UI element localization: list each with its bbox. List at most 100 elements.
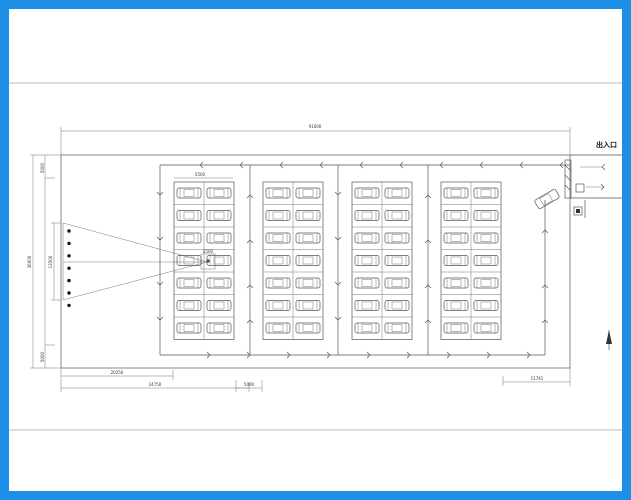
parked-car-icon [384,255,410,266]
parked-car-icon [176,232,202,244]
parked-car-icon [473,255,499,266]
flow-arrow-icon [199,161,204,169]
flow-arrow-icon [601,163,606,171]
flow-arrow-icon [279,161,284,169]
flow-arrow-icon [334,191,342,196]
parked-car-icon [473,232,499,244]
flow-arrow-icon [424,239,432,244]
entrance-gate [534,159,586,218]
parked-car-icon [206,232,232,244]
parked-car-icon [176,300,202,311]
parked-car-icon [354,187,380,199]
parked-car-icon [295,300,321,311]
flow-arrow-icon [319,161,324,169]
light-dot [67,254,71,258]
dim-bottom-mid: 5000 [244,382,255,387]
flow-arrow-icon [526,351,531,359]
dim-top-offset: 5000 [40,162,45,173]
parking-block [173,181,235,340]
parked-car-icon [443,255,469,266]
flow-arrow-icon [399,161,404,169]
parked-car-icon [176,277,202,289]
parked-car-icon [443,300,469,311]
parked-car-icon [354,322,380,334]
parked-car-icon [473,210,499,221]
parked-car-icon [265,322,291,334]
parked-car-icon [295,187,321,199]
flow-arrow-icon [334,236,342,241]
parked-car-icon [384,232,410,244]
parked-car-icon [443,277,469,289]
parked-car-icon [176,322,202,334]
parked-car-icon [206,187,232,199]
parked-car-icon [443,187,469,199]
flow-arrow-icon [559,161,564,169]
parking-block [262,181,324,340]
flow-arrow-icon [156,281,164,286]
flow-arrow-icon [239,161,244,169]
parked-car-icon [295,255,321,266]
flow-arrow-icon [246,239,254,244]
parked-car-icon [265,255,291,266]
parked-car-icon [443,232,469,244]
parked-car-icon [265,300,291,311]
parked-car-icon [265,210,291,221]
flow-arrow-icon [479,161,484,169]
flow-arrows [156,161,606,359]
dim-inner-height: 13500 [48,255,53,268]
parked-car-icon [206,255,232,266]
light-dot [67,266,71,270]
dim-bottom-offset: 5000 [40,351,45,362]
flow-arrow-icon [334,316,342,321]
flow-arrow-icon [424,319,432,324]
light-dot [67,291,71,295]
parked-car-icon [354,255,380,266]
parked-car-icon [473,322,499,334]
parked-car-icon [384,277,410,289]
parked-car-icon [206,277,232,289]
parked-car-icon [443,322,469,334]
light-dot [67,229,71,233]
parked-car-icon [473,277,499,289]
parked-car-icon [206,322,232,334]
parked-car-icon [384,322,410,334]
flow-arrow-icon [366,351,371,359]
dim-left-height: 36000 [27,255,32,268]
flow-arrow-icon [424,194,432,199]
parked-car-icon [295,210,321,221]
parking-block [440,181,502,340]
flow-arrow-icon [246,351,251,359]
parked-car-icon [295,277,321,289]
light-dots [67,229,71,308]
north-arrow-icon [606,330,612,350]
flow-arrow-icon [246,284,254,289]
parking-blocks [173,181,502,340]
dim-bottom-right: 11741 [531,376,544,381]
flow-arrow-icon [156,316,164,321]
flow-arrow-icon [519,161,524,169]
dim-bottom-left-1: 20250 [111,370,124,375]
light-dot [67,241,71,246]
parked-car-icon [384,210,410,221]
parked-car-icon [265,187,291,199]
dim-total-width: 91000 [309,124,322,129]
flow-arrow-icon [439,161,444,169]
parked-car-icon [354,210,380,221]
parked-car-icon [354,277,380,289]
top-dimension: 91000 [60,124,571,155]
parked-car-icon [265,277,291,289]
circulation-lanes: 5500 [159,164,570,356]
light-dot [67,278,71,283]
flow-arrow-icon [541,229,549,234]
flow-arrow-icon [406,351,411,359]
flow-arrow-icon [206,351,211,359]
flow-arrow-icon [246,319,254,324]
flow-arrow-icon [246,194,254,199]
parked-car-icon [295,322,321,334]
parked-car-icon [354,300,380,311]
flow-arrow-icon [446,351,451,359]
flow-arrow-icon [486,351,491,359]
parked-car-icon [384,187,410,199]
site-boundary [60,154,571,369]
